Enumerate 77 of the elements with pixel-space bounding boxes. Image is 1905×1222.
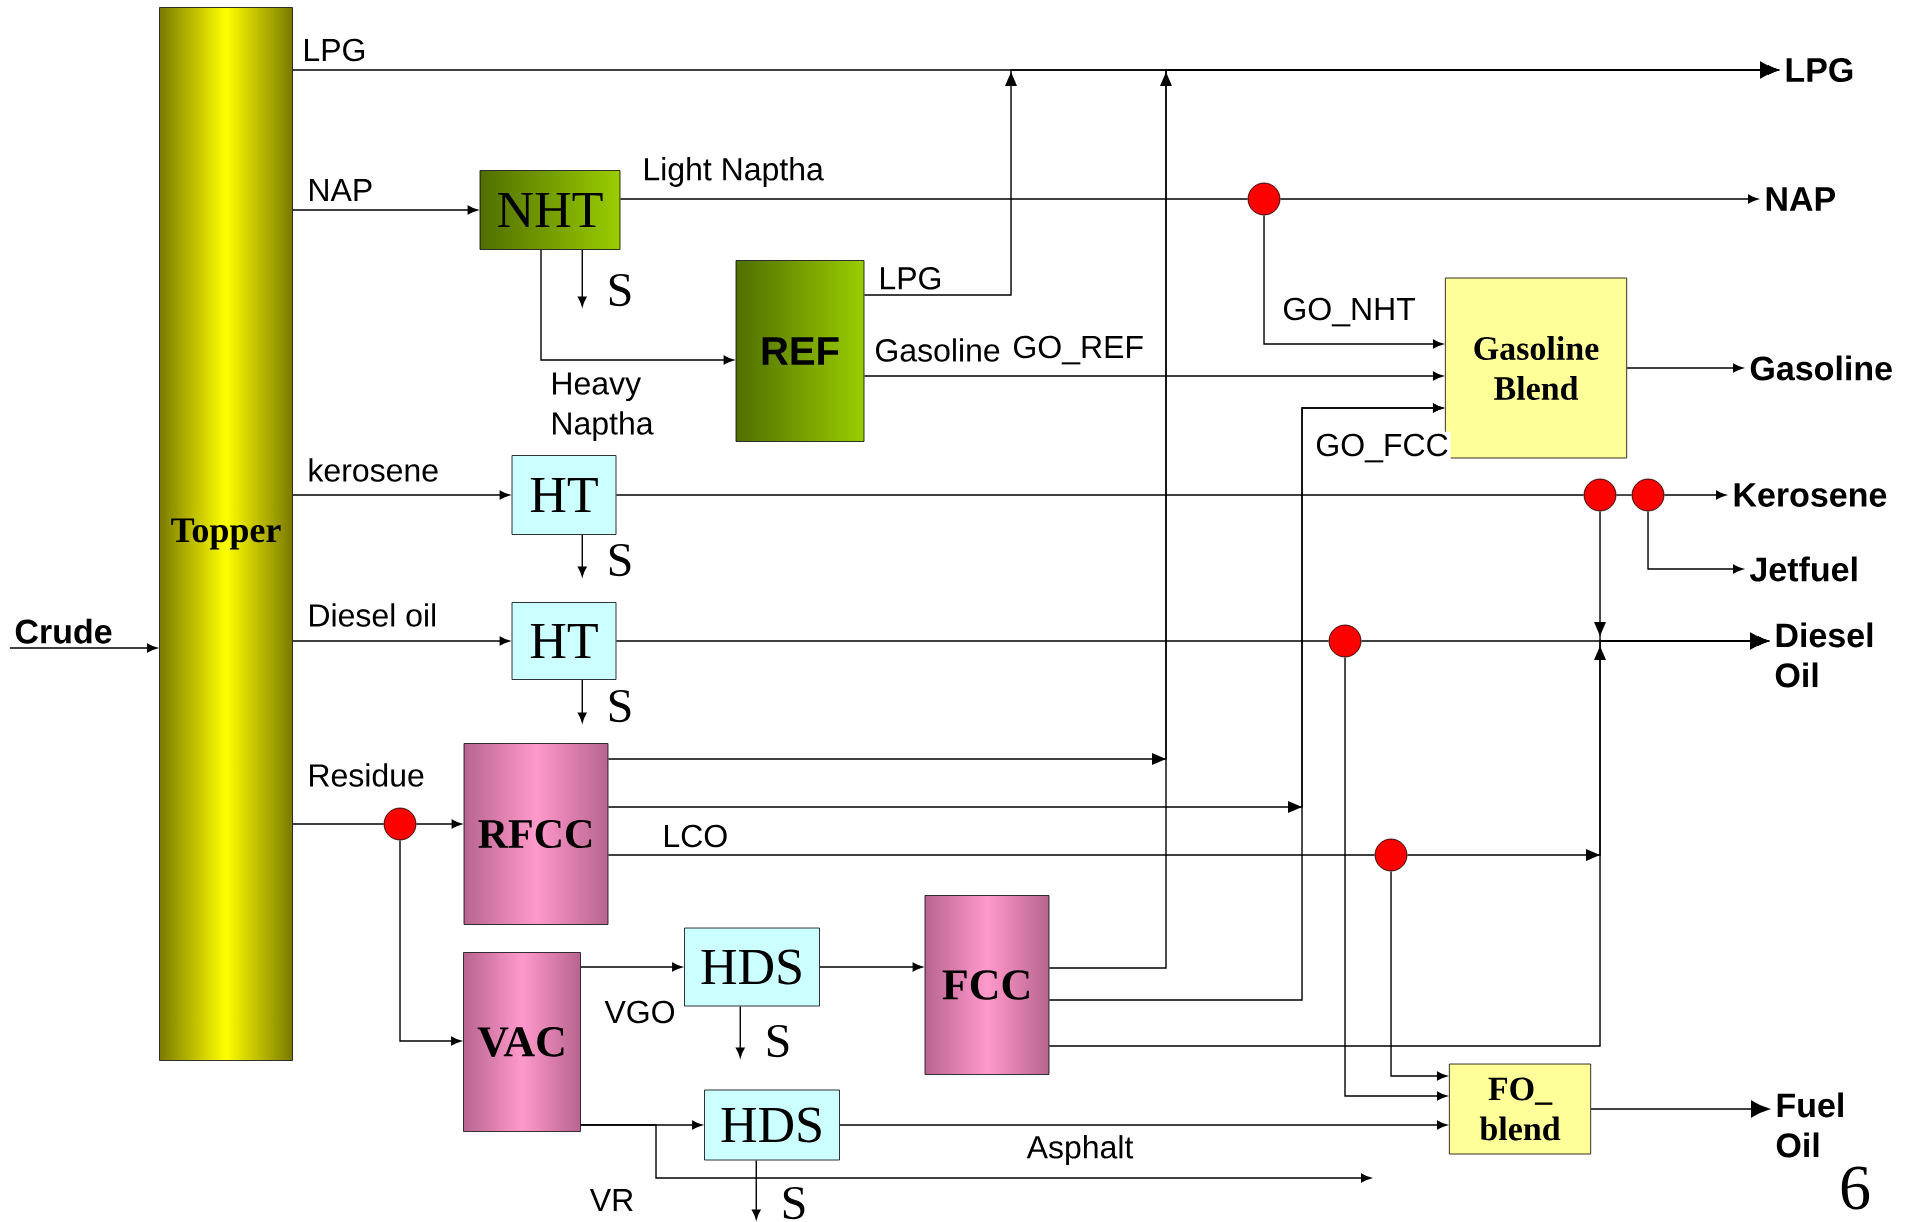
edge-label: LCO bbox=[660, 822, 731, 850]
product-label: Diesel Oil bbox=[1775, 622, 1873, 688]
edge-label: NAP bbox=[305, 177, 376, 203]
process-box: RFCC bbox=[463, 743, 609, 925]
edge-label: GO_FCC bbox=[1313, 431, 1451, 465]
process-box: NHT bbox=[479, 170, 621, 250]
edge-label: kerosene bbox=[305, 456, 442, 484]
mixing-point bbox=[1374, 838, 1408, 872]
process-box: VAC bbox=[463, 952, 581, 1132]
product-label: Jetfuel bbox=[1749, 556, 1857, 582]
arrow bbox=[415, 819, 462, 829]
sulfur-label: S bbox=[609, 543, 631, 577]
edge-label: LPG bbox=[300, 36, 369, 64]
product-label: Fuel Oil bbox=[1776, 1092, 1843, 1158]
product-label: NAP bbox=[1766, 187, 1836, 211]
edge-label: Diesel oil bbox=[305, 601, 440, 629]
process-box: REF bbox=[735, 260, 865, 442]
edge-label: Heavy Naptha bbox=[548, 370, 673, 444]
arrow bbox=[580, 962, 683, 972]
arrow bbox=[580, 1124, 1372, 1183]
arrow bbox=[399, 839, 462, 1046]
arrow bbox=[9, 643, 158, 653]
page-number: 6 bbox=[1837, 1164, 1873, 1212]
mixing-point bbox=[1583, 478, 1617, 512]
arrow bbox=[1360, 632, 1769, 650]
edge-label: VGO bbox=[602, 998, 678, 1026]
arrow bbox=[292, 636, 510, 646]
arrow bbox=[292, 490, 510, 500]
process-box: HDS bbox=[704, 1089, 840, 1161]
product-label: LPG bbox=[1786, 57, 1853, 83]
arrow bbox=[577, 249, 587, 307]
process-box: HDS bbox=[684, 927, 820, 1007]
arrow bbox=[735, 1005, 745, 1058]
distillation-column: Topper bbox=[159, 7, 293, 1061]
product-label: Crude bbox=[15, 618, 112, 644]
edge-label: Light Naptha bbox=[640, 155, 826, 189]
arrow bbox=[1263, 214, 1444, 349]
process-box: HT bbox=[511, 455, 617, 535]
mixing-point bbox=[1328, 624, 1362, 658]
arrow bbox=[1048, 636, 1769, 1047]
sulfur-label: S bbox=[783, 1186, 805, 1220]
product-label: Gasoline bbox=[1750, 355, 1892, 381]
arrow bbox=[540, 249, 734, 365]
arrow bbox=[1390, 870, 1448, 1081]
mixing-point bbox=[1631, 478, 1665, 512]
arrow bbox=[819, 962, 923, 972]
arrow bbox=[1626, 363, 1744, 373]
arrow bbox=[1590, 1100, 1770, 1118]
process-box: HT bbox=[511, 602, 617, 680]
process-box: FCC bbox=[924, 895, 1050, 1075]
arrow bbox=[751, 1159, 761, 1220]
arrow bbox=[1344, 656, 1448, 1101]
arrow bbox=[292, 61, 1779, 79]
arrow bbox=[839, 1120, 1448, 1130]
mixing-point bbox=[1247, 182, 1281, 216]
arrow bbox=[1647, 510, 1744, 574]
arrow bbox=[292, 205, 478, 215]
arrow bbox=[577, 534, 587, 577]
sulfur-label: S bbox=[609, 689, 631, 723]
arrow bbox=[577, 679, 587, 723]
stream-label: GO_REF bbox=[1010, 333, 1146, 367]
arrow bbox=[1279, 194, 1759, 204]
arrow bbox=[1048, 65, 1779, 969]
arrow bbox=[1663, 490, 1727, 500]
edge-label: LPG bbox=[876, 264, 945, 292]
edge-label: GO_NHT bbox=[1280, 295, 1418, 329]
edge-label: Residue bbox=[305, 761, 427, 789]
edge-label: Gasoline bbox=[872, 336, 1003, 364]
blend-box: FO_ blend bbox=[1448, 1063, 1592, 1155]
product-label: Kerosene bbox=[1734, 483, 1887, 507]
sulfur-label: S bbox=[767, 1024, 789, 1058]
edge-label: Asphalt bbox=[1024, 1133, 1136, 1167]
sulfur-label: S bbox=[609, 273, 631, 307]
arrow bbox=[1048, 403, 1444, 1001]
stream-label: VR bbox=[587, 1187, 637, 1214]
mixing-point bbox=[383, 807, 417, 841]
arrow bbox=[863, 371, 1444, 381]
